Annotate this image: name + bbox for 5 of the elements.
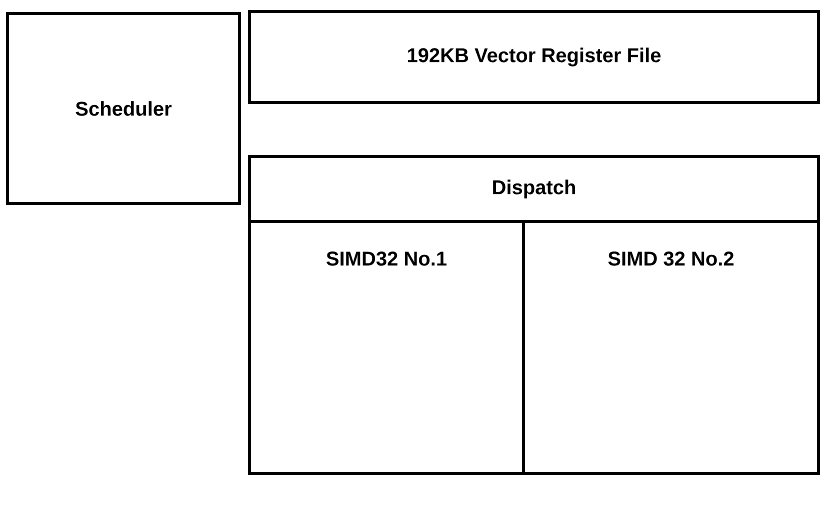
block-box: SIMD 32 No.2 (522, 220, 820, 475)
block-box: Scheduler (6, 12, 241, 205)
block-box: Dispatch (248, 155, 820, 223)
block-box: SIMD32 No.1 (248, 220, 525, 475)
block-box: 192KB Vector Register File (248, 10, 820, 104)
